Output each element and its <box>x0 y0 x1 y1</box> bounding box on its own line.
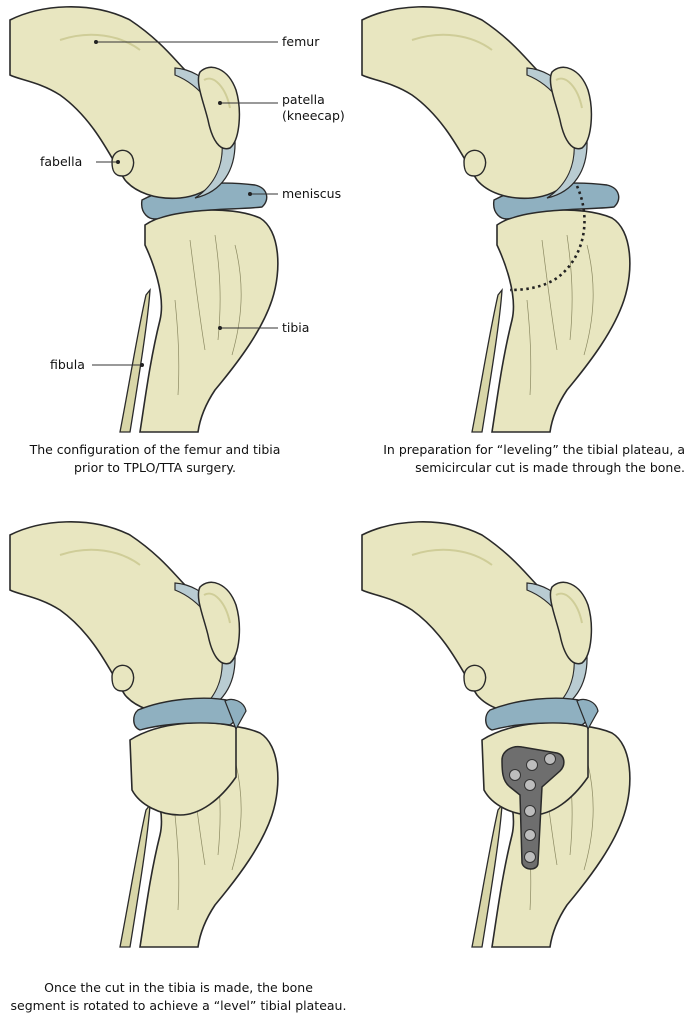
knee-diagram-plate <box>356 515 685 955</box>
caption-panel-2-line-2: semicircular cut is made through the bon… <box>350 459 685 477</box>
panel-semicircular-cut <box>356 0 685 435</box>
screw-icon <box>527 760 538 771</box>
panel-preop-anatomy: femur patella (kneecap) fabella meniscus… <box>0 0 360 435</box>
screw-icon <box>545 754 556 765</box>
caption-panel-1-line-1: The configuration of the femur and tibia <box>10 441 300 459</box>
caption-panel-3-line-2: segment is rotated to achieve a “level” … <box>0 997 357 1015</box>
caption-panel-2: In preparation for “leveling” the tibial… <box>350 441 685 477</box>
caption-panel-3-line-1: Once the cut in the tibia is made, the b… <box>0 979 357 997</box>
label-patella: patella <box>282 92 325 107</box>
caption-panel-3: Once the cut in the tibia is made, the b… <box>0 979 357 1015</box>
label-fibula: fibula <box>50 357 85 372</box>
panel-rotated-segment <box>0 515 345 955</box>
caption-panel-1-line-2: prior to TPLO/TTA surgery. <box>10 459 300 477</box>
knee-diagram-rotated <box>0 515 345 955</box>
caption-panel-2-line-1: In preparation for “leveling” the tibial… <box>350 441 685 459</box>
label-femur: femur <box>282 34 320 49</box>
label-kneecap: (kneecap) <box>282 108 345 123</box>
knee-diagram-cut <box>356 0 685 435</box>
panel-plate-fixation <box>356 515 685 955</box>
screw-icon <box>510 770 521 781</box>
screw-icon <box>525 806 536 817</box>
label-tibia: tibia <box>282 320 309 335</box>
label-meniscus: meniscus <box>282 186 341 201</box>
screw-icon <box>525 830 536 841</box>
knee-diagram-labeled: femur patella (kneecap) fabella meniscus… <box>0 0 360 435</box>
caption-panel-1: The configuration of the femur and tibia… <box>10 441 300 477</box>
screw-icon <box>525 852 536 863</box>
label-fabella: fabella <box>40 154 82 169</box>
screw-icon <box>525 780 536 791</box>
